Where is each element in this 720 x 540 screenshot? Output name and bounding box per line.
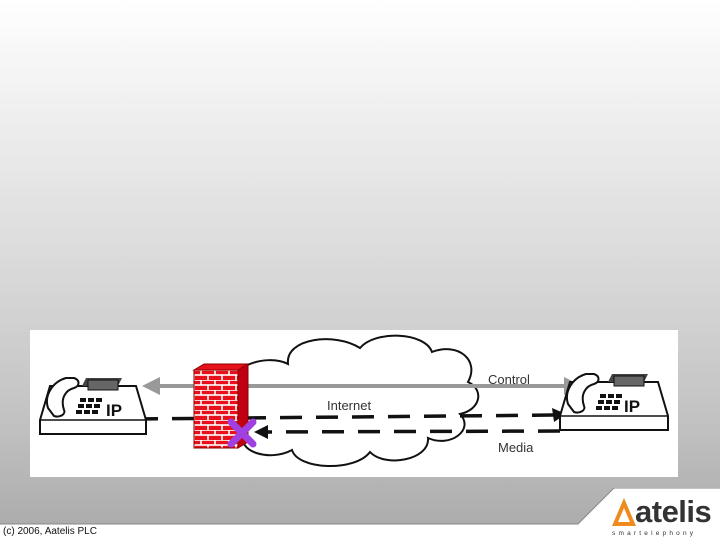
media-label: Media: [498, 440, 534, 455]
logo-wordmark: atelis: [635, 494, 712, 529]
left-phone-ip-label: IP: [106, 401, 122, 420]
media-path-outbound: [135, 408, 566, 422]
logo-tagline: smartelephony: [612, 530, 697, 537]
voip-nat-diagram: IP IP Control Internet Media: [30, 330, 678, 477]
blocked-x-icon: [227, 418, 257, 448]
media-path-inbound: [254, 425, 561, 439]
atelis-logo-icon: [612, 498, 636, 526]
right-phone-ip-label: IP: [624, 397, 640, 416]
footer-bar: [0, 488, 720, 540]
footer-band: [0, 488, 720, 540]
diagram-canvas: IP IP Control Internet Media: [39, 334, 669, 468]
control-label: Control: [488, 372, 530, 387]
copyright-text: (c) 2006, Aatelis PLC: [3, 526, 97, 537]
right-ip-phone: IP: [559, 373, 669, 431]
internet-label: Internet: [327, 398, 371, 413]
left-ip-phone: IP: [39, 377, 147, 435]
atelis-logo: atelis smartelephony: [607, 494, 717, 540]
